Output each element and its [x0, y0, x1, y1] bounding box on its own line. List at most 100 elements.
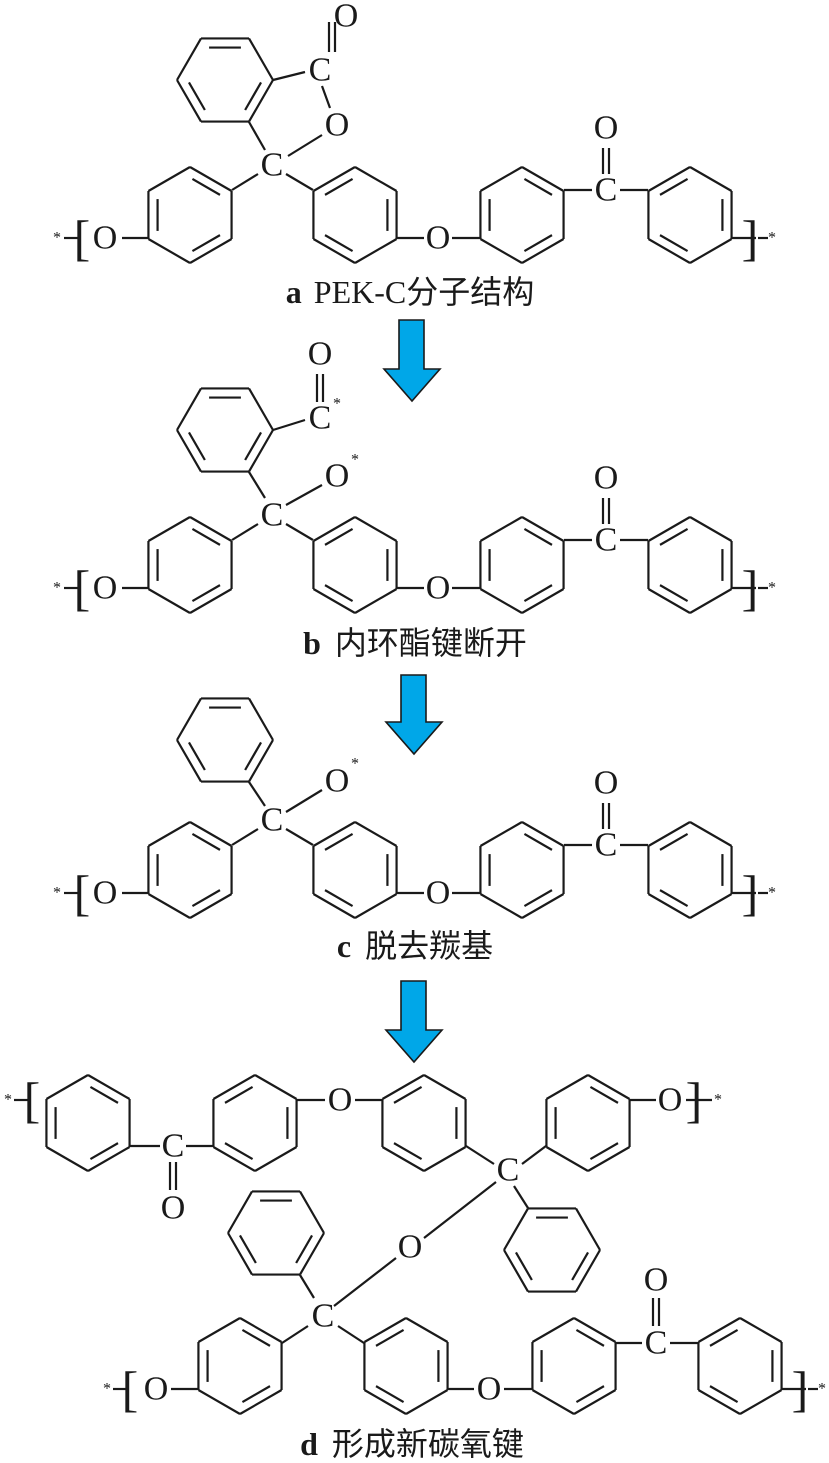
ring-double-bond [224, 1086, 254, 1104]
ring-bond [45, 1074, 89, 1100]
ring-bond [503, 1207, 529, 1251]
ring-bond [312, 821, 356, 847]
bond-layer [14, 22, 818, 1415]
ring-bond [248, 387, 274, 431]
radical-marker: * [818, 1381, 826, 1398]
ring-bond [354, 821, 398, 847]
ring-bond [176, 79, 202, 123]
ring-double-bond [324, 234, 354, 252]
ring-double-bond [659, 833, 689, 851]
ring-bond [189, 893, 233, 919]
ring-bond [248, 37, 274, 81]
close-bracket: ] [742, 210, 759, 266]
ring-bond [239, 1389, 283, 1415]
ring-double-bond [375, 1385, 405, 1403]
ring-double-bond [575, 1385, 605, 1403]
bond [285, 828, 314, 846]
ring-bond [647, 238, 691, 264]
ring-double-bond [188, 741, 206, 771]
oxygen-atom: O [594, 460, 619, 497]
bond [299, 1274, 315, 1299]
ring-bond [312, 893, 356, 919]
ring-bond [689, 238, 733, 264]
ring-double-bond [241, 1385, 271, 1403]
ring-bond [689, 588, 733, 614]
ring-bond [312, 588, 356, 614]
ring-bond [739, 1317, 783, 1343]
ring-bond [176, 387, 202, 431]
ring-bond [381, 1074, 425, 1100]
carbon-atom: C [595, 827, 618, 864]
ring-bond [697, 1389, 741, 1415]
oxygen-atom: O [477, 1371, 502, 1408]
ring-double-bond [224, 1142, 254, 1160]
bond [231, 828, 259, 846]
ring-bond [147, 821, 191, 847]
caption-a-letter: a [286, 274, 302, 310]
radical-marker: * [53, 885, 61, 902]
ring-bond [248, 79, 274, 123]
carbon-atom: C [261, 802, 284, 839]
ring-bond [212, 1146, 256, 1172]
ring-bond [189, 821, 233, 847]
ring-bond [689, 516, 733, 542]
ring-double-bond [89, 1142, 119, 1160]
ring-bond [647, 821, 691, 847]
bond [320, 85, 332, 109]
ring-bond [689, 893, 733, 919]
ring-bond [689, 166, 733, 192]
ring-double-bond [191, 833, 221, 851]
ring-bond [423, 1074, 467, 1100]
ring-double-bond [191, 178, 221, 196]
ring-bond [254, 1074, 298, 1100]
bond [248, 121, 266, 151]
ring-bond [405, 1317, 449, 1343]
ring-bond [521, 821, 565, 847]
close-bracket: ] [742, 865, 759, 921]
ring-bond [521, 893, 565, 919]
ring-double-bond [244, 81, 262, 111]
ring-double-bond [393, 1086, 423, 1104]
ring-bond [312, 516, 356, 542]
ring-bond [227, 1232, 253, 1276]
oxygen-atom: O [334, 0, 359, 35]
ring-bond [189, 166, 233, 192]
ring-bond [189, 516, 233, 542]
ring-double-bond [191, 889, 221, 907]
bond [285, 789, 323, 813]
ring-bond [239, 1317, 283, 1343]
ring-double-bond [191, 528, 221, 546]
ring-bond [363, 1389, 407, 1415]
bond [521, 1145, 547, 1165]
ring-bond [147, 516, 191, 542]
oxygen-atom: O [93, 875, 118, 912]
ring-bond [521, 516, 565, 542]
oxygen-atom: O [328, 1082, 353, 1119]
ring-double-bond [324, 584, 354, 602]
ring-double-bond [89, 1086, 119, 1104]
radical-marker: * [333, 396, 341, 413]
caption-c-letter: c [337, 928, 351, 964]
ring-double-bond [188, 431, 206, 461]
ring-bond [381, 1146, 425, 1172]
bond [231, 173, 259, 191]
ring-double-bond [241, 1329, 271, 1347]
bond [281, 1325, 309, 1344]
ring-bond [354, 588, 398, 614]
ring-bond [479, 893, 523, 919]
close-bracket: ] [686, 1072, 703, 1128]
ring-bond [575, 1249, 601, 1293]
ring-double-bond [324, 889, 354, 907]
ring-bond [545, 1146, 589, 1172]
ring-double-bond [659, 584, 689, 602]
oxygen-atom: O [93, 220, 118, 257]
ring-bond [739, 1389, 783, 1415]
ring-double-bond [375, 1329, 405, 1347]
ring-double-bond [244, 431, 262, 461]
carbon-atom: C [497, 1152, 520, 1189]
oxygen-atom: O [93, 570, 118, 607]
